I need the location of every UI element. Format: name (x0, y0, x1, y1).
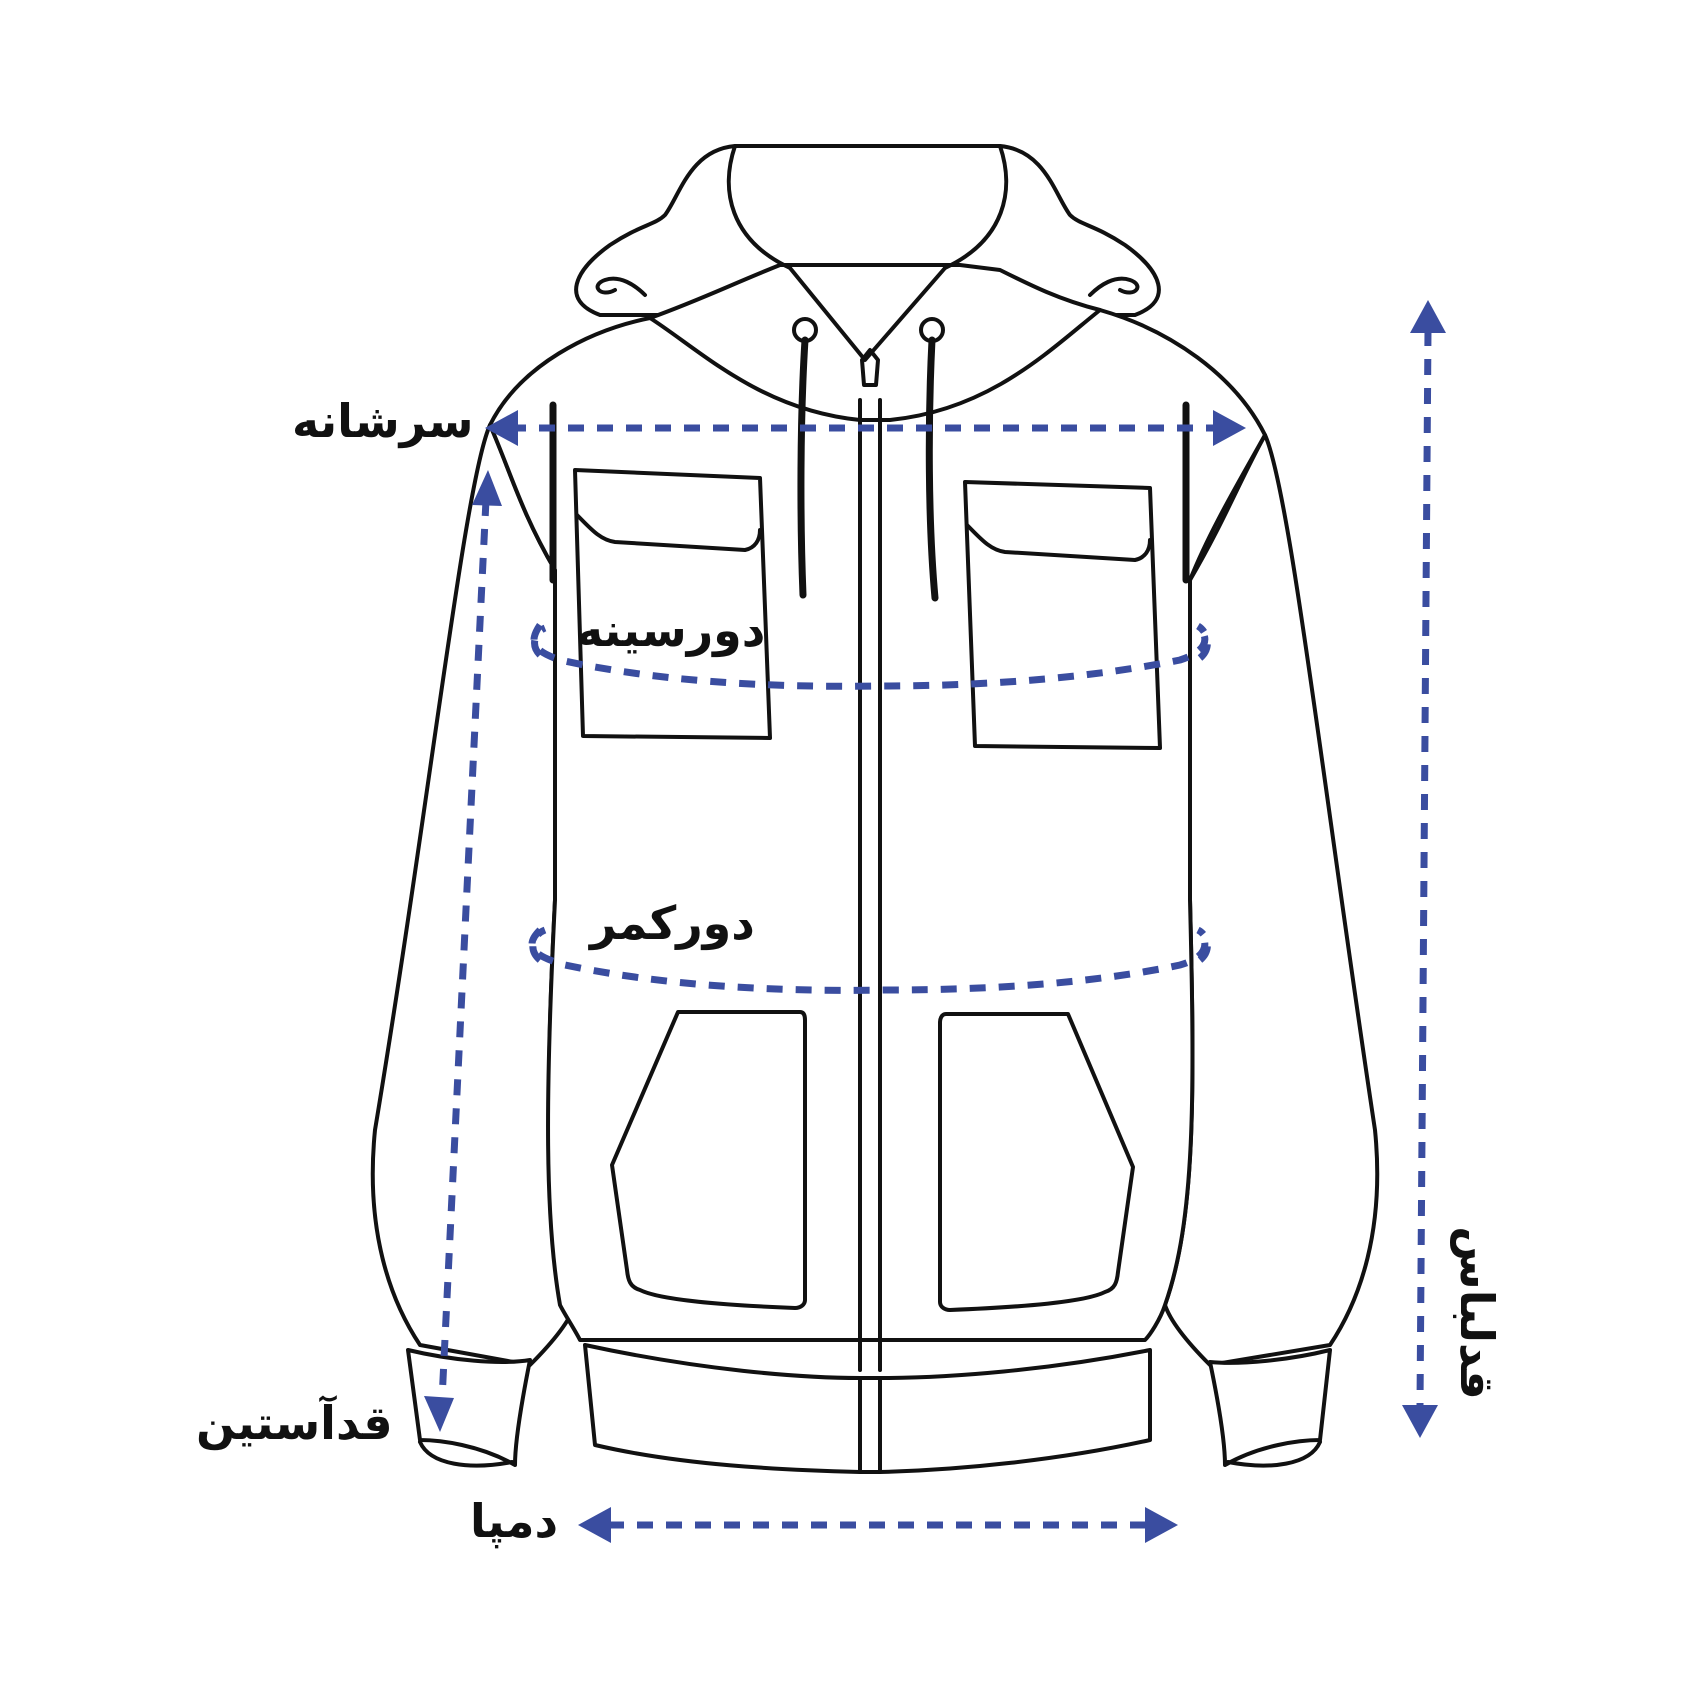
sleeve-length-measure (424, 470, 502, 1432)
hood-lining (648, 263, 1102, 422)
body-length-label: قدلباس (1449, 1226, 1504, 1400)
hood-left-curl (595, 276, 647, 297)
right-cuff-edge (1226, 1440, 1322, 1468)
hem-label: دمپا (470, 1494, 559, 1548)
jacket-body (488, 308, 1267, 1342)
right-pocket-flap (965, 523, 1152, 562)
right-sleeve (1163, 433, 1380, 1367)
shoulder-label: سرشانه (292, 394, 474, 448)
hem-measure (578, 1507, 1178, 1543)
shoulder-measure (485, 410, 1246, 446)
right-cuff (1208, 1348, 1332, 1467)
left-chest-pocket (573, 468, 772, 740)
left-drawstring (797, 336, 809, 599)
sleeve-length-label: قدآستین (196, 1396, 393, 1450)
zipper-pull (860, 348, 880, 387)
waistband (583, 1343, 1152, 1474)
hood-right-curl (1088, 276, 1140, 297)
hood-inner-rim (726, 144, 1009, 270)
chest-label: دورسینه (576, 603, 766, 657)
waist-measure (528, 926, 1211, 994)
waist-label: دورکمر (590, 896, 755, 950)
collar-v (788, 266, 947, 362)
body-length-measure (1402, 300, 1446, 1438)
left-cuff-edge (418, 1440, 514, 1468)
right-chest-pocket (963, 480, 1162, 750)
left-pocket-flap (575, 513, 762, 552)
right-lower-pocket (938, 1012, 1135, 1312)
left-sleeve (370, 423, 577, 1367)
left-lower-pocket (610, 1010, 807, 1310)
chest-measure (530, 623, 1211, 690)
right-drawstring (925, 336, 939, 602)
left-cuff (406, 1348, 532, 1467)
